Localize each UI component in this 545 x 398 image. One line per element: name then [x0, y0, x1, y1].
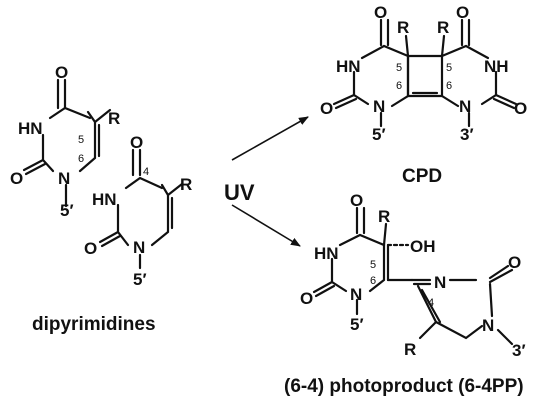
atom-r: R: [397, 18, 409, 37]
position-6: 6: [446, 80, 452, 92]
position-5-prime: 5′: [60, 201, 74, 220]
atom-r: R: [404, 340, 416, 359]
atom-o: O: [300, 289, 313, 308]
atom-r: R: [108, 109, 120, 128]
atom-n: N: [434, 273, 446, 292]
position-4: 4: [143, 166, 149, 178]
atom-hn: HN: [314, 244, 339, 263]
uv-label: UV: [224, 180, 255, 205]
atom-o: O: [320, 99, 333, 118]
cpd-label: CPD: [402, 166, 442, 187]
atom-n: N: [459, 97, 471, 116]
atom-o: O: [55, 63, 68, 82]
position-3-prime: 3′: [512, 341, 526, 360]
arrow-to-cpd: [231, 116, 309, 161]
position-5-prime: 5′: [372, 125, 386, 144]
atom-o: O: [350, 191, 363, 210]
pyrimidine-2: O 4 R HN O N 5′: [84, 133, 192, 289]
atom-r: R: [378, 207, 390, 226]
position-4: 4: [428, 297, 434, 309]
atom-o: O: [514, 99, 527, 118]
position-6: 6: [396, 80, 402, 92]
atom-o: O: [374, 3, 387, 22]
atom-n: N: [133, 238, 145, 257]
atom-o: O: [10, 169, 23, 188]
dipyrimidines-label: dipyrimidines: [32, 314, 156, 335]
atom-r: R: [180, 175, 192, 194]
position-5: 5: [396, 62, 402, 74]
atom-r: R: [437, 18, 449, 37]
cpd-structure: O R R O HN NH 5 6 5 6 O N N O 5′ 3′: [320, 3, 527, 144]
position-3-prime: 3′: [460, 125, 474, 144]
atom-o: O: [130, 133, 143, 152]
atom-n: N: [58, 169, 70, 188]
atom-o: O: [456, 3, 469, 22]
atom-o: O: [508, 253, 521, 272]
arrow-to-6-4pp: [231, 204, 301, 247]
atom-n: N: [482, 316, 494, 335]
atom-n: N: [350, 285, 362, 304]
position-5: 5: [446, 62, 452, 74]
six-four-pp-structure: O R OH HN 5 6 N O 4 O N N 5′ R 3′: [300, 191, 526, 360]
atom-n: N: [373, 97, 385, 116]
atom-hn: HN: [18, 119, 43, 138]
atom-nh: NH: [484, 57, 509, 76]
atom-o: O: [84, 239, 97, 258]
position-6: 6: [370, 275, 376, 287]
six-four-pp-label: (6-4) photoproduct (6-4PP): [284, 376, 524, 397]
position-5: 5: [370, 259, 376, 271]
atom-oh: OH: [410, 237, 436, 256]
position-5: 5: [78, 134, 84, 146]
position-5-prime: 5′: [133, 270, 147, 289]
position-6: 6: [78, 153, 84, 165]
position-5-prime: 5′: [350, 315, 364, 334]
pyrimidine-1: O HN R O N 5 6 5′: [10, 63, 120, 220]
atom-hn: HN: [336, 57, 361, 76]
atom-hn: HN: [92, 190, 117, 209]
